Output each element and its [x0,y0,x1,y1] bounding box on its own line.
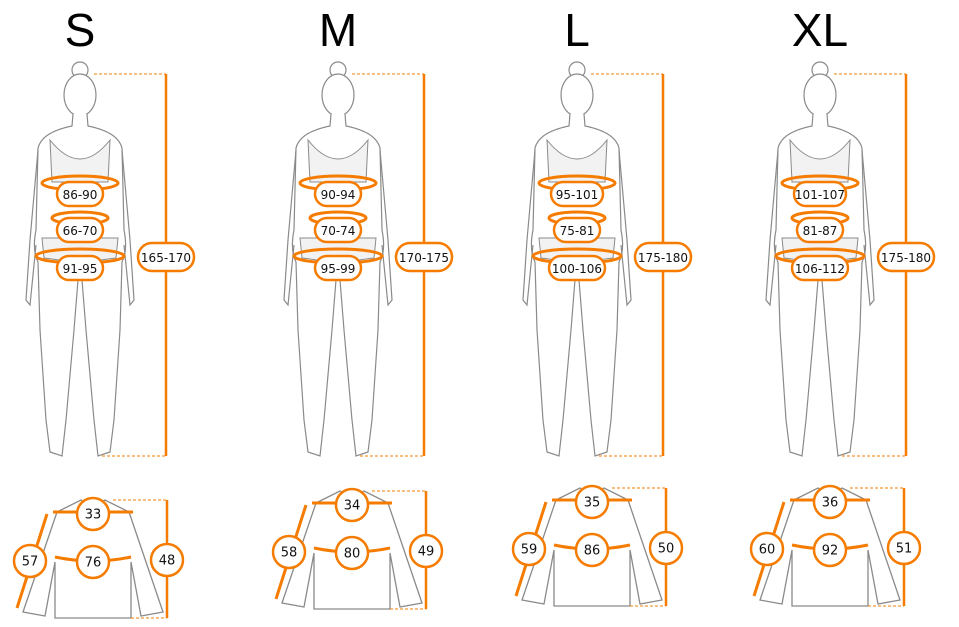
waist-badge [55,216,105,244]
right-arm-icon [861,149,875,307]
length-badge [886,530,922,566]
size-label: S [65,4,96,56]
length-badge [648,530,684,566]
shoulder-badge [812,484,848,520]
waist-badge [313,216,363,244]
waist-value: 81-87 [803,224,838,238]
height-value: 165-170 [141,251,191,265]
head-icon [803,73,837,117]
length-badge [408,533,444,569]
shirt-chest-badge [812,532,848,568]
hips-badge [547,254,607,282]
left-arm-icon [765,149,779,307]
top-garment-icon [789,138,851,183]
size-label: L [564,4,590,56]
waist-value: 66-70 [63,224,98,238]
shoulder-badge [574,484,610,520]
shoulder-value: 34 [344,499,361,514]
size-label: M [319,4,357,56]
hips-badge [790,254,850,282]
chest-badge [313,180,363,208]
top-garment-icon [49,138,111,183]
shoulder-value: 33 [85,508,102,523]
chest-value: 101-107 [795,188,845,202]
size-column-m: M 90-94 70-74 95-99 170-175 34 80 58 49 [271,4,454,610]
left-arm-icon [283,149,297,307]
length-value: 50 [658,542,675,557]
head-icon [63,73,97,117]
sleeve-badge [749,531,785,567]
sleeve-badge [12,543,48,579]
length-value: 51 [896,542,913,557]
shoulder-value: 36 [822,496,839,511]
shoulder-badge [334,487,370,523]
shirt-chest-value: 76 [85,556,102,571]
chest-badge [55,180,105,208]
waist-value: 75-81 [560,224,595,238]
chest-value: 86-90 [63,188,98,202]
height-value: 175-180 [881,251,931,265]
head-icon [321,73,355,117]
hips-value: 91-95 [63,262,98,276]
shirt-chest-badge [574,532,610,568]
height-badge [876,241,936,273]
shoulder-badge [75,496,111,532]
left-arm-icon [25,149,39,307]
hips-badge [55,254,105,282]
size-column-l: L 95-101 75-81 100-106 175-180 35 86 59 50 [511,4,693,607]
sleeve-value: 58 [281,546,298,561]
height-badge [136,241,196,273]
top-garment-icon [546,138,608,183]
sleeve-value: 60 [759,543,776,558]
length-value: 49 [418,545,435,560]
size-label: XL [792,4,848,56]
right-arm-icon [121,149,135,307]
hips-value: 106-112 [795,262,845,276]
length-badge [149,542,185,578]
chest-value: 95-101 [556,188,599,202]
waist-badge [552,216,602,244]
top-garment-icon [307,138,369,183]
shirt-chest-badge [334,535,370,571]
left-arm-icon [522,149,536,307]
height-badge [633,241,693,273]
head-icon [560,73,594,117]
hips-value: 95-99 [321,262,356,276]
sleeve-value: 57 [22,555,39,570]
waist-value: 70-74 [321,224,356,238]
shoulder-value: 35 [584,496,601,511]
length-value: 48 [159,554,176,569]
height-value: 175-180 [638,251,688,265]
size-column-s: S 86-90 66-70 91-95 165-170 33 76 57 48 [12,4,196,619]
shirt-chest-badge [75,544,111,580]
waist-badge [795,216,845,244]
right-arm-icon [379,149,393,307]
chest-badge [549,180,605,208]
size-column-xl: XL 101-107 81-87 106-112 175-180 36 92 60 51 [749,4,936,607]
chest-badge [792,180,848,208]
height-badge [394,241,454,273]
shirt-chest-value: 86 [584,544,601,559]
chest-value: 90-94 [321,188,356,202]
height-value: 170-175 [399,251,449,265]
shirt-chest-value: 92 [822,544,839,559]
sleeve-value: 59 [521,543,538,558]
right-arm-icon [618,149,632,307]
sleeve-badge [271,534,307,570]
sleeve-badge [511,531,547,567]
shirt-chest-value: 80 [344,547,361,562]
hips-value: 100-106 [552,262,602,276]
hips-badge [313,254,363,282]
